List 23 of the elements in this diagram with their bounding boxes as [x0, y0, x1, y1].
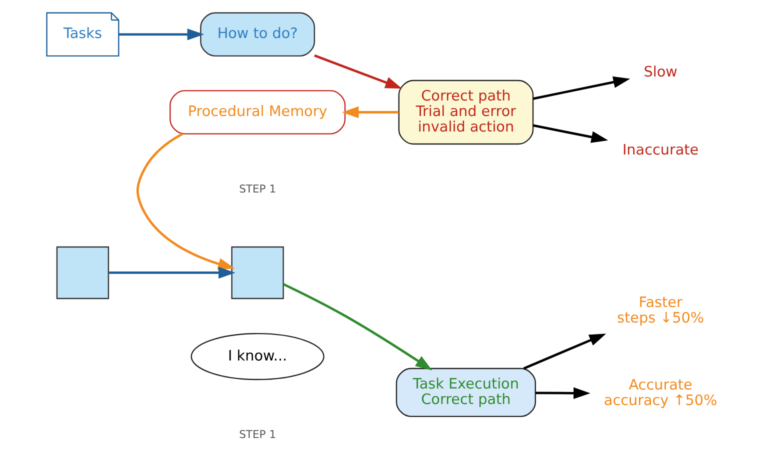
arrow: [341, 106, 398, 118]
node-box: How to do?: [200, 12, 315, 57]
node-box: Procedural Memory: [169, 90, 346, 134]
node-ellipse: I know...: [190, 332, 324, 380]
label: STEP 1: [238, 182, 276, 196]
node-text: Accurate accuracy ↑50%: [603, 378, 717, 410]
label: STEP 1: [238, 428, 276, 442]
node-text: Faster steps ↓50%: [616, 294, 704, 327]
node-text: Inaccurate: [622, 142, 698, 158]
arrow: [118, 28, 204, 40]
arrow: [314, 54, 402, 89]
node-box: Task Execution Correct path: [395, 368, 536, 418]
arrow: [532, 124, 608, 143]
arrow: [108, 266, 235, 279]
node-box: Correct path Trial and error invalid action: [398, 80, 534, 145]
node-box: [56, 246, 109, 300]
arrow: [522, 334, 606, 370]
node-text: Slow: [643, 64, 677, 80]
arrow: [532, 76, 630, 100]
arrow: [136, 132, 234, 270]
arrow: [534, 387, 590, 400]
node-box: [230, 246, 284, 300]
arrow: [282, 283, 432, 370]
